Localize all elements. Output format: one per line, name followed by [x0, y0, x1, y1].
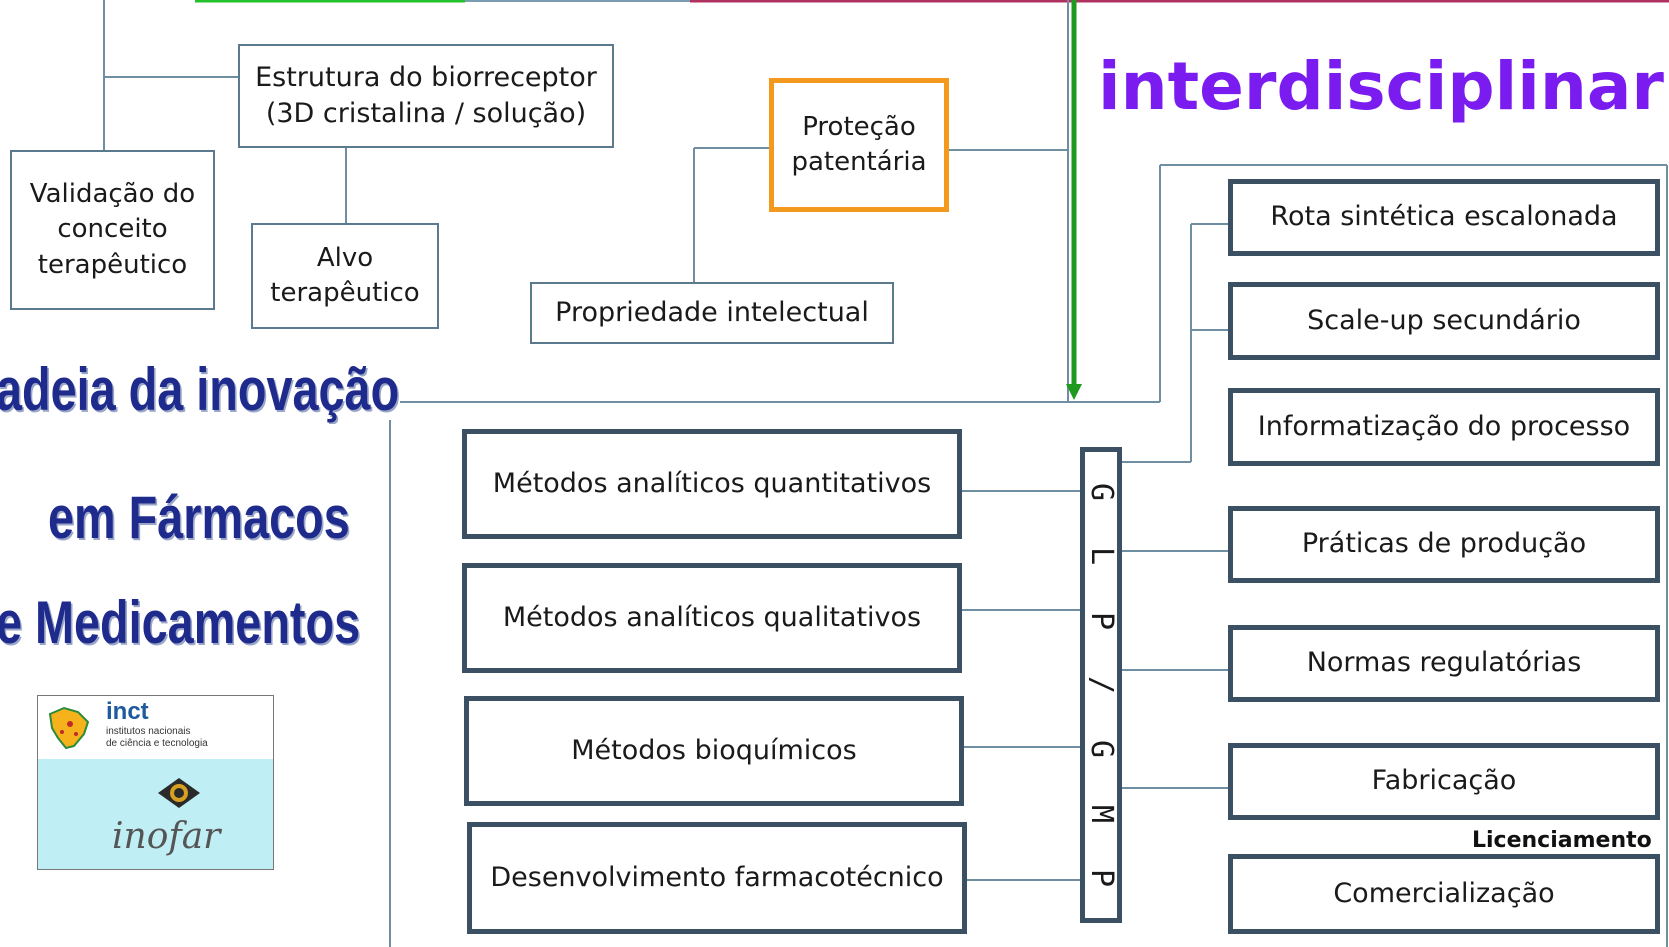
therapeutic-target-box: Alvo terapêutico	[251, 223, 439, 329]
method-box-pharmacotechnical: Desenvolvimento farmacotécnico	[467, 822, 967, 934]
step-box-regulatory-norms: Normas regulatórias	[1228, 625, 1660, 702]
title-line-2: em Fármacos	[48, 484, 350, 551]
step-box-manufacturing: Fabricação	[1228, 743, 1660, 820]
patent-protection-box: Proteção patentária	[769, 78, 949, 212]
step-box-process-informatization: Informatização do processo	[1228, 388, 1660, 466]
validation-label: Validação do conceito terapêutico	[29, 179, 196, 280]
step-label: Informatização do processo	[1257, 410, 1631, 442]
glp-letter: P	[1084, 611, 1119, 630]
biorreceptor-label-line2: (3D cristalina / solução)	[265, 98, 587, 129]
logo-subtitle-1: institutos nacionais	[106, 726, 191, 737]
glp-gmp-box: G L P / G M P	[1080, 447, 1122, 923]
intellectual-property-label: Propriedade intelectual	[555, 296, 869, 328]
step-label: Normas regulatórias	[1306, 647, 1582, 679]
step-label: Fabricação	[1371, 765, 1517, 797]
method-label: Métodos analíticos quantitativos	[492, 467, 932, 499]
method-label: Desenvolvimento farmacotécnico	[490, 861, 944, 893]
step-label: Scale-up secundário	[1307, 304, 1581, 336]
title-line-3: e Medicamentos	[0, 589, 361, 656]
biorreceptor-label-line1: Estrutura do biorreceptor	[255, 61, 597, 93]
intellectual-property-box: Propriedade intelectual	[530, 282, 894, 344]
glp-letter: M	[1084, 804, 1119, 823]
logo-inofar-text: inofar	[112, 816, 221, 857]
brazil-map-icon	[48, 706, 90, 750]
licensing-label: Licenciamento	[1472, 828, 1652, 853]
step-label: Rota sintética escalonada	[1270, 201, 1618, 233]
brazil-flag-icon	[158, 778, 200, 808]
inct-inofar-logo: inct institutos nacionais de ciência e t…	[37, 695, 274, 870]
step-label: Comercialização	[1333, 877, 1555, 909]
method-box-biochemical: Métodos bioquímicos	[464, 696, 964, 806]
method-label: Métodos analíticos qualitativos	[502, 601, 922, 633]
interdisciplinary-heading: interdisciplinar	[1098, 48, 1664, 125]
step-box-commercialization: Comercialização	[1228, 854, 1660, 934]
step-box-synthetic-route: Rota sintética escalonada	[1228, 179, 1660, 256]
method-label: Métodos bioquímicos	[571, 734, 857, 766]
therapeutic-target-label: Alvo terapêutico	[270, 242, 420, 308]
logo-inct-text: inct	[106, 698, 149, 725]
title-line-1: adeia da inovação	[0, 356, 400, 423]
step-box-production-practices: Práticas de produção	[1228, 506, 1660, 583]
method-box-quantitative: Métodos analíticos quantitativos	[462, 429, 962, 539]
glp-letter: L	[1084, 547, 1119, 566]
logo-subtitle-2: de ciência e tecnologia	[106, 738, 208, 749]
method-box-qualitative: Métodos analíticos qualitativos	[462, 563, 962, 673]
glp-letter: P	[1084, 868, 1119, 887]
step-label: Práticas de produção	[1301, 528, 1587, 560]
biorreceptor-structure-box: Estrutura do biorreceptor (3D cristalina…	[238, 44, 614, 148]
validation-box: Validação do conceito terapêutico	[10, 150, 215, 310]
glp-letter: G	[1084, 740, 1119, 759]
step-box-scale-up: Scale-up secundário	[1228, 282, 1660, 360]
patent-protection-label: Proteção patentária	[791, 111, 927, 177]
glp-letter: /	[1084, 675, 1119, 695]
glp-letter: G	[1084, 483, 1119, 502]
down-arrow-icon	[1066, 0, 1082, 400]
